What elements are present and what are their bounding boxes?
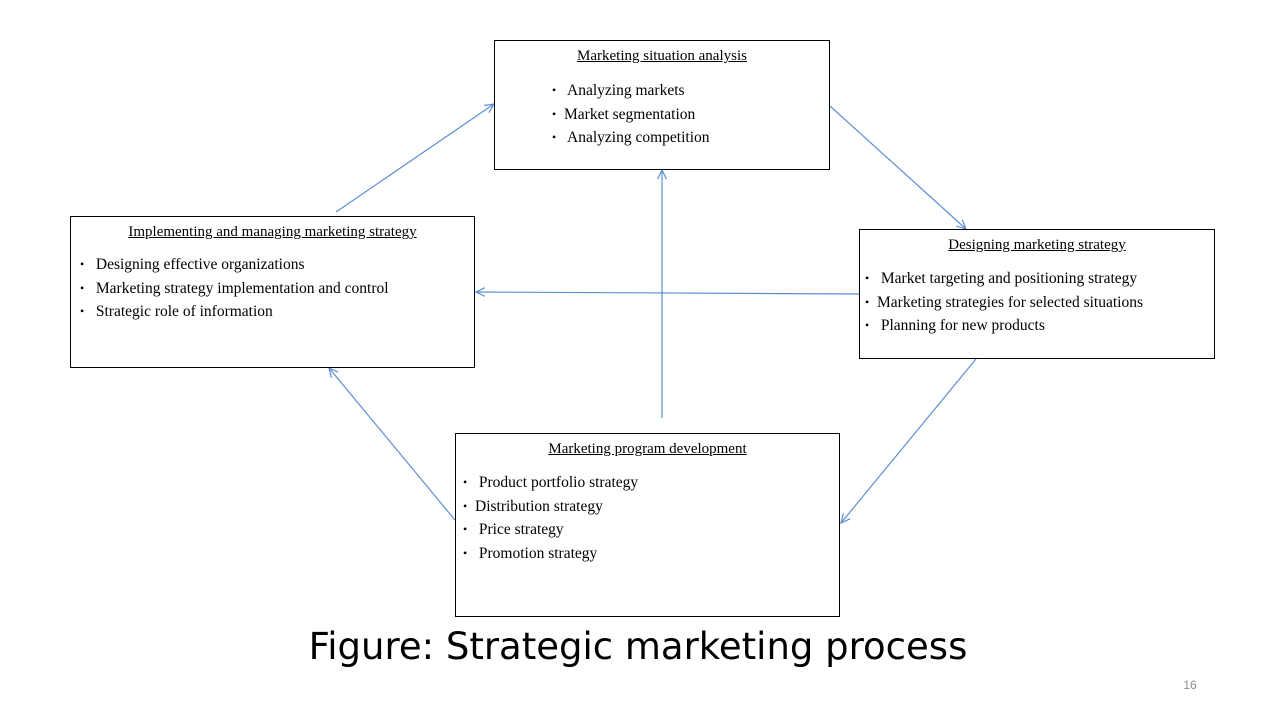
bullet-icon: • bbox=[865, 271, 870, 285]
list-item-text: Promotion strategy bbox=[478, 544, 598, 562]
list-item: • Market segmentation bbox=[552, 103, 829, 127]
box-designing-marketing-strategy: Designing marketing strategy • Market ta… bbox=[859, 229, 1215, 359]
list-item-text: Designing effective organizations bbox=[95, 256, 305, 273]
bullet-icon: • bbox=[463, 498, 468, 513]
list-item: • Marketing strategy implementation and … bbox=[80, 277, 474, 301]
list-item: • Designing effective organizations bbox=[80, 253, 474, 277]
list-item-text: Marketing strategies for selected situat… bbox=[877, 293, 1144, 311]
list-item-text: Analyzing markets bbox=[567, 82, 685, 99]
bullet-icon: • bbox=[865, 294, 870, 309]
box-marketing-situation-analysis: Marketing situation analysis • Analyzing… bbox=[494, 40, 830, 170]
list-item-text: Analyzing competition bbox=[567, 129, 710, 146]
list-item: • Product portfolio strategy bbox=[463, 471, 839, 495]
bullet-icon: • bbox=[463, 545, 468, 560]
bullet-icon: • bbox=[80, 280, 85, 295]
list-item: • Strategic role of information bbox=[80, 300, 474, 324]
arrow-situation-to-designing bbox=[829, 105, 967, 230]
bullet-icon: • bbox=[552, 130, 557, 144]
arrowhead-icon bbox=[328, 366, 339, 378]
bullet-list: • Analyzing markets • Market segmentation… bbox=[552, 79, 829, 150]
page-number: 16 bbox=[1183, 678, 1197, 692]
bullet-list: • Designing effective organizations • Ma… bbox=[80, 253, 474, 324]
bullet-icon: • bbox=[80, 304, 85, 318]
figure-caption: Figure: Strategic marketing process bbox=[308, 625, 968, 668]
bullet-icon: • bbox=[552, 83, 557, 97]
arrow-designing-to-program bbox=[840, 358, 977, 524]
bullet-icon: • bbox=[463, 475, 468, 489]
arrow-designing-to-implementing bbox=[475, 291, 860, 295]
box-marketing-program-development: Marketing program development • Product … bbox=[455, 433, 840, 617]
list-item-text: Market segmentation bbox=[564, 105, 696, 123]
arrow-program-to-implementing bbox=[328, 367, 456, 521]
list-item: • Price strategy bbox=[463, 518, 839, 542]
list-item-text: Planning for new products bbox=[880, 317, 1045, 334]
list-item-text: Market targeting and positioning strateg… bbox=[880, 270, 1138, 287]
bullet-list: • Product portfolio strategy • Distributi… bbox=[463, 471, 839, 565]
box-title: Marketing program development bbox=[548, 441, 747, 457]
list-item: • Marketing strategies for selected situa… bbox=[865, 291, 1214, 315]
list-item-text: Marketing strategy implementation and co… bbox=[95, 279, 389, 297]
list-item: • Analyzing competition bbox=[552, 126, 829, 150]
list-item: • Analyzing markets bbox=[552, 79, 829, 103]
list-item-text: Strategic role of information bbox=[95, 303, 273, 320]
box-title: Marketing situation analysis bbox=[577, 48, 747, 64]
list-item: • Distribution strategy bbox=[463, 495, 839, 519]
bullet-icon: • bbox=[80, 257, 85, 271]
list-item: • Promotion strategy bbox=[463, 542, 839, 566]
arrowhead-icon bbox=[657, 168, 667, 180]
list-item: • Market targeting and positioning strat… bbox=[865, 267, 1214, 291]
bullet-icon: • bbox=[552, 106, 557, 121]
box-title: Designing marketing strategy bbox=[948, 237, 1126, 253]
arrow-implementing-to-situation bbox=[335, 103, 495, 213]
list-item: • Planning for new products bbox=[865, 314, 1214, 338]
list-item-text: Distribution strategy bbox=[475, 497, 603, 515]
list-item-text: Product portfolio strategy bbox=[478, 474, 639, 491]
list-item-text: Price strategy bbox=[478, 521, 564, 538]
box-title: Implementing and managing marketing stra… bbox=[128, 224, 417, 240]
box-implementing-managing-strategy: Implementing and managing marketing stra… bbox=[70, 216, 475, 368]
bullet-list: • Market targeting and positioning strat… bbox=[865, 267, 1214, 338]
arrowhead-icon bbox=[474, 287, 486, 297]
arrowhead-icon bbox=[840, 513, 851, 525]
bullet-icon: • bbox=[865, 318, 870, 332]
bullet-icon: • bbox=[463, 522, 468, 536]
